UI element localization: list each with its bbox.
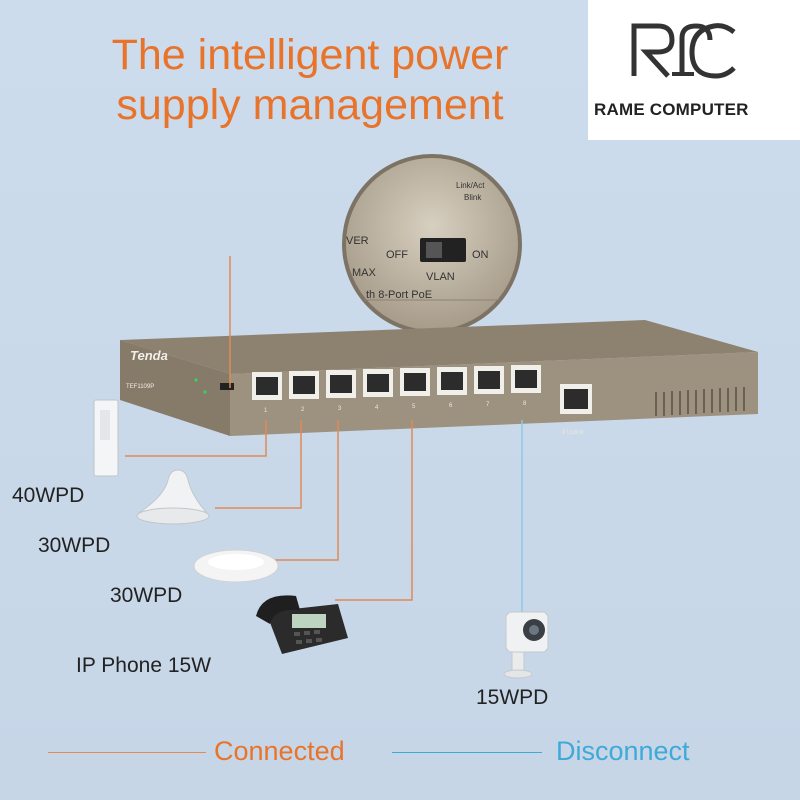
device-label-ip-phone: IP Phone 15W: [76, 654, 212, 677]
device-label-30wpd-antenna: 30WPD: [38, 534, 111, 557]
inset-max-text: MAX: [352, 267, 377, 279]
switch-on-label: ON: [472, 249, 489, 261]
port-number-8: 8: [523, 401, 527, 407]
outdoor-bridge-device: [93, 399, 119, 477]
switch-vlan-label: VLAN: [426, 271, 455, 283]
poe-switch: Tenda TEF1109P 1 2 3 4 5: [120, 320, 758, 436]
legend-connected-line: [48, 752, 206, 753]
headline-line-1: The intelligent power: [111, 31, 509, 79]
inset-link-text: Link/Act: [456, 181, 485, 190]
device-label-15wpd: 15WPD: [476, 686, 549, 709]
logo-text: RAME COMPUTER: [594, 100, 749, 119]
switch-off-label: OFF: [386, 249, 408, 261]
legend-disconnect-line: [392, 752, 542, 753]
legend-connected-text: Connected: [214, 736, 345, 766]
inset-blink-text: Blink: [464, 193, 482, 202]
port-number-3: 3: [338, 406, 342, 412]
inset-ver-text: VER: [346, 235, 369, 247]
port-number-5: 5: [412, 404, 416, 410]
ip-phone-device: [256, 595, 348, 654]
headline: The intelligent power supply management: [50, 30, 570, 130]
brand-logo: RAME COMPUTER: [588, 0, 800, 140]
device-label-40wpd: 40WPD: [12, 484, 85, 507]
port-number-4: 4: [375, 405, 379, 411]
uplink-label: 9 Uplink: [562, 430, 585, 436]
ceiling-ap-device: [193, 549, 279, 583]
rame-logo-icon: [631, 23, 736, 79]
ethernet-ports: [252, 365, 592, 414]
inset-model-text: th 8-Port PoE: [366, 289, 432, 301]
port-number-6: 6: [449, 403, 453, 409]
port-number-7: 7: [486, 402, 490, 408]
device-model: TEF1109P: [126, 384, 154, 390]
legend-disconnect-text: Disconnect: [556, 736, 690, 766]
port-number-1: 1: [264, 408, 268, 414]
cables-connected: [125, 256, 413, 601]
vent-slots: [655, 387, 745, 416]
port-number-2: 2: [301, 407, 305, 413]
device-brand: Tenda: [130, 348, 168, 363]
port-number-labels: 1 2 3 4 5 6 7 8: [264, 401, 527, 414]
ceiling-antenna-device: [136, 469, 210, 525]
device-label-30wpd-ap: 30WPD: [110, 584, 183, 607]
ip-camera-device: [503, 611, 549, 679]
zoom-inset: VER MAX OFF ON VLAN th 8-Port PoE Link/A…: [342, 154, 522, 334]
headline-line-2: supply management: [116, 81, 504, 129]
